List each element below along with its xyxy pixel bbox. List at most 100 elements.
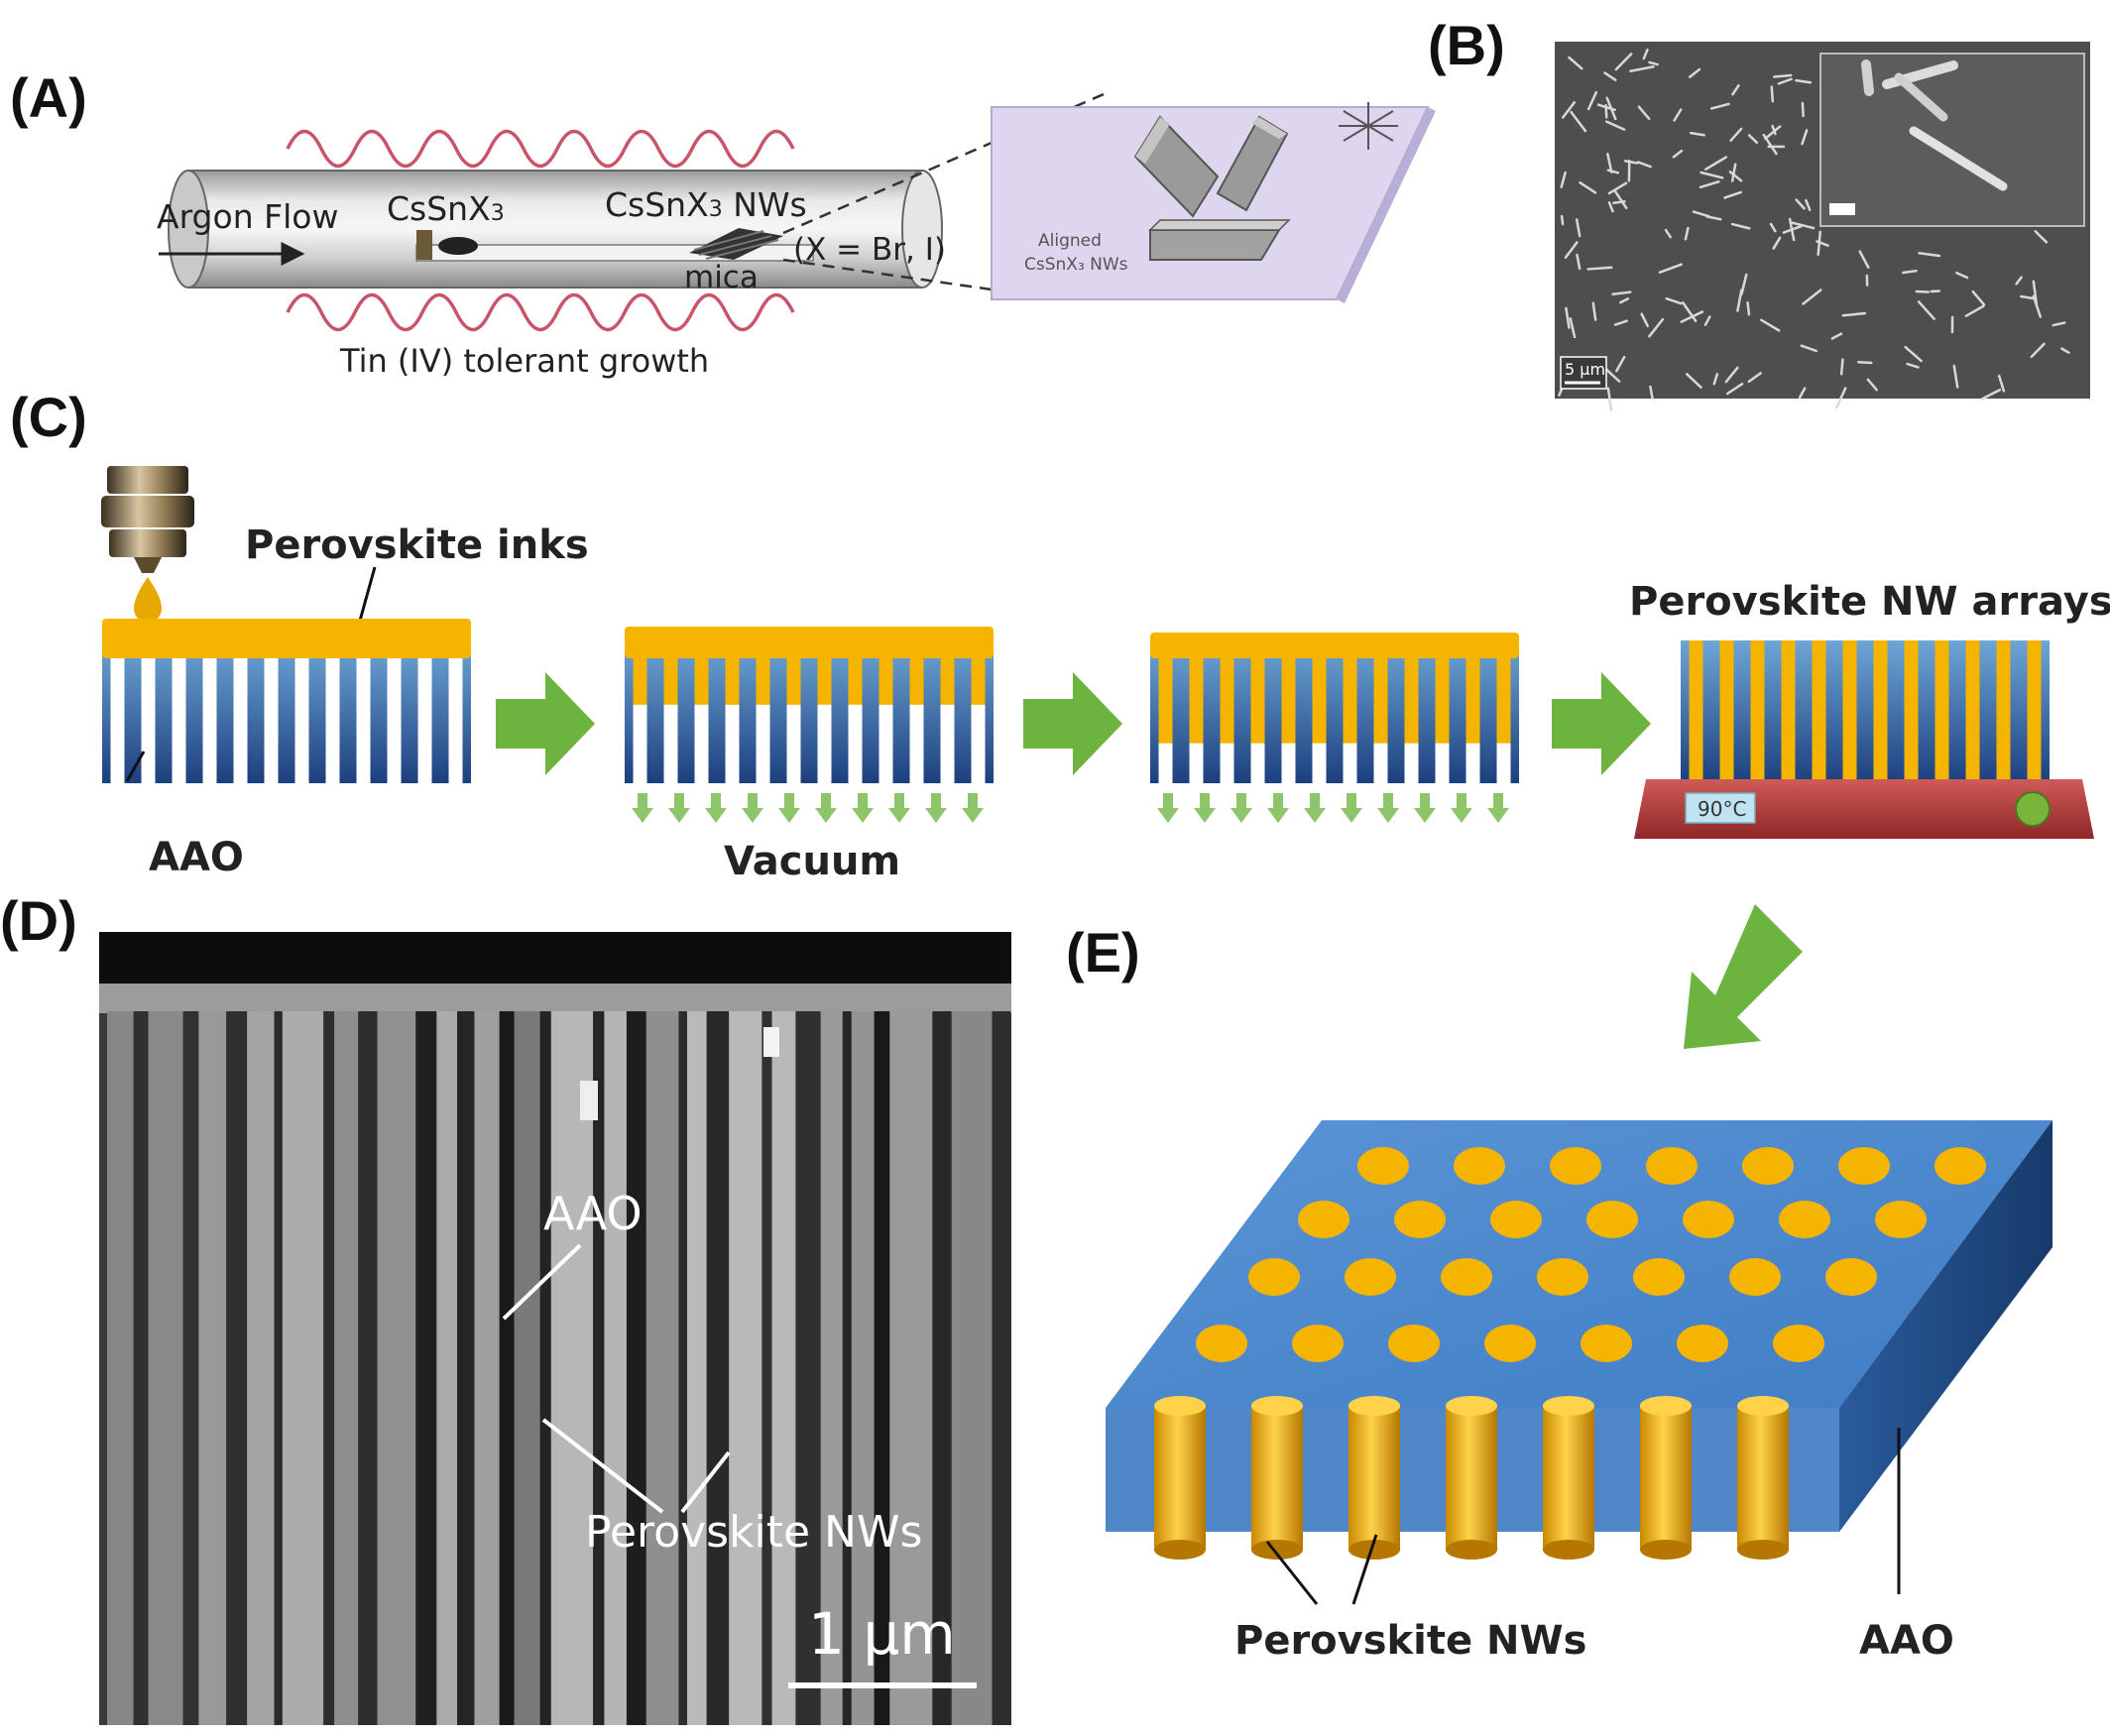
vacuum-arrows-3 xyxy=(1157,793,1509,823)
nanowire-rod xyxy=(1637,105,1651,121)
pore-fill xyxy=(1996,640,2011,783)
pore-dot xyxy=(1441,1258,1492,1296)
nanowire-column xyxy=(514,1011,540,1725)
nanowire-rod xyxy=(1642,49,1649,60)
nanowire-rod xyxy=(1607,181,1628,195)
aao-pore xyxy=(202,640,217,783)
pore-fill xyxy=(1281,640,1296,744)
nanowire-rod xyxy=(1802,289,1822,305)
nanowire-rod xyxy=(1611,290,1632,295)
pore-fill xyxy=(1373,640,1388,744)
inset-scale-bar-b xyxy=(1829,203,1855,215)
nanowire-rod xyxy=(1730,163,1737,182)
aao-pore xyxy=(387,640,402,783)
sem-speck xyxy=(763,1027,779,1057)
nanowire-rod xyxy=(1648,60,1659,66)
aligned-label-2: CsSnX₃ NWs xyxy=(1024,255,1128,275)
nanowire-rod xyxy=(1795,198,1806,210)
pore-dot xyxy=(1292,1325,1344,1362)
nanowire-column xyxy=(148,1011,183,1725)
nanowire-column xyxy=(550,1011,594,1725)
pore-gap xyxy=(358,1011,378,1725)
nanowire-rod xyxy=(1664,228,1672,239)
nanowire-column xyxy=(247,1011,275,1725)
vacuum-arrow xyxy=(1341,793,1362,823)
pore-dot xyxy=(1388,1325,1440,1362)
pore-fill xyxy=(1719,640,1734,783)
nanowire-column xyxy=(820,1011,843,1725)
nanowire-rod xyxy=(1564,241,1579,259)
nanowire-column xyxy=(198,1011,227,1725)
scale-label-b: 5 μm xyxy=(1565,360,1605,379)
nanowire-rod xyxy=(1591,301,1597,321)
pore-dot xyxy=(1934,1147,1986,1185)
nanowire-rod xyxy=(1729,127,1743,143)
pore-dot xyxy=(1773,1325,1824,1362)
pore-dot xyxy=(1586,1201,1638,1238)
nanowire-rod xyxy=(1762,133,1778,156)
cylinder-top xyxy=(1251,1396,1303,1416)
aao-stage-1 xyxy=(102,619,471,783)
vacuum-label: Vacuum xyxy=(724,839,900,884)
vacuum-arrow xyxy=(778,793,800,823)
nanowire-rod xyxy=(1730,222,1751,230)
nanowire-rod xyxy=(1575,218,1582,238)
nanowire-column xyxy=(436,1011,458,1725)
pore-dot xyxy=(1838,1147,1890,1185)
nanowire-rod xyxy=(1560,171,1567,188)
nanowire-rod xyxy=(1648,317,1665,338)
nanowire-column xyxy=(377,1011,416,1725)
nanowire-rod xyxy=(1866,378,1878,392)
aao-pore xyxy=(417,640,432,783)
nanowire-rod xyxy=(1640,312,1649,328)
pore-fill xyxy=(1812,640,1826,783)
pore-dot xyxy=(1646,1147,1698,1185)
nanowire-rod xyxy=(1747,134,1759,145)
aligned-label-1: Aligned xyxy=(1038,231,1102,251)
nanowire-rod xyxy=(1712,373,1719,386)
pore-fill xyxy=(1220,640,1234,744)
pore-dot xyxy=(1581,1325,1632,1362)
inset-rods-b xyxy=(1861,59,2008,191)
panel-a-label: (A) xyxy=(10,66,87,129)
nanowire-rod xyxy=(1692,210,1710,218)
pore-dot xyxy=(1248,1258,1300,1296)
nanowire-rod xyxy=(1798,387,1807,400)
pore-gap xyxy=(706,1011,730,1725)
pore-dot xyxy=(1490,1201,1542,1238)
aao-membrane xyxy=(1150,640,1519,783)
pore-dot xyxy=(1345,1258,1396,1296)
aao-pore xyxy=(172,640,186,783)
nanowire-rod xyxy=(1839,358,1844,376)
nanowire-rod xyxy=(2034,230,2049,244)
panel-b: (B) 5 μm xyxy=(1428,14,2090,411)
nanowire-column xyxy=(474,1011,500,1725)
aao-pore xyxy=(264,640,279,783)
aao-membrane xyxy=(102,640,471,783)
pore-fill xyxy=(1496,640,1511,744)
vacuum-arrow xyxy=(668,793,690,823)
pore-dot xyxy=(1729,1258,1781,1296)
pore-gap xyxy=(932,1011,952,1725)
growth-label: Tin (IV) tolerant growth xyxy=(339,342,709,380)
nanowire-rod xyxy=(1835,387,1847,409)
pore-dot xyxy=(1454,1147,1505,1185)
vacuum-arrow xyxy=(962,793,984,823)
nanowire-rod xyxy=(1980,388,2002,401)
ink-nozzle-icon xyxy=(101,466,194,623)
pore-dot xyxy=(1357,1147,1409,1185)
aao-leader-d xyxy=(502,1243,582,1321)
pore-gap xyxy=(874,1011,890,1725)
cylinder-top xyxy=(1543,1396,1594,1416)
nanowire-rod xyxy=(1731,83,1740,96)
diagonal-arrow xyxy=(1684,904,1803,1049)
vacuum-arrow xyxy=(888,793,910,823)
nanowire-rod xyxy=(1917,300,1935,320)
nanowire-rod xyxy=(1576,253,1582,271)
nanowire-cylinder xyxy=(1251,1406,1303,1550)
nws-label: CsSnX3 NWs xyxy=(605,185,807,224)
inks-label: Perovskite inks xyxy=(245,522,589,568)
panel-c-label: (C) xyxy=(10,386,87,448)
nanowire-rod xyxy=(1673,108,1683,122)
pore-dot xyxy=(1825,1258,1877,1296)
